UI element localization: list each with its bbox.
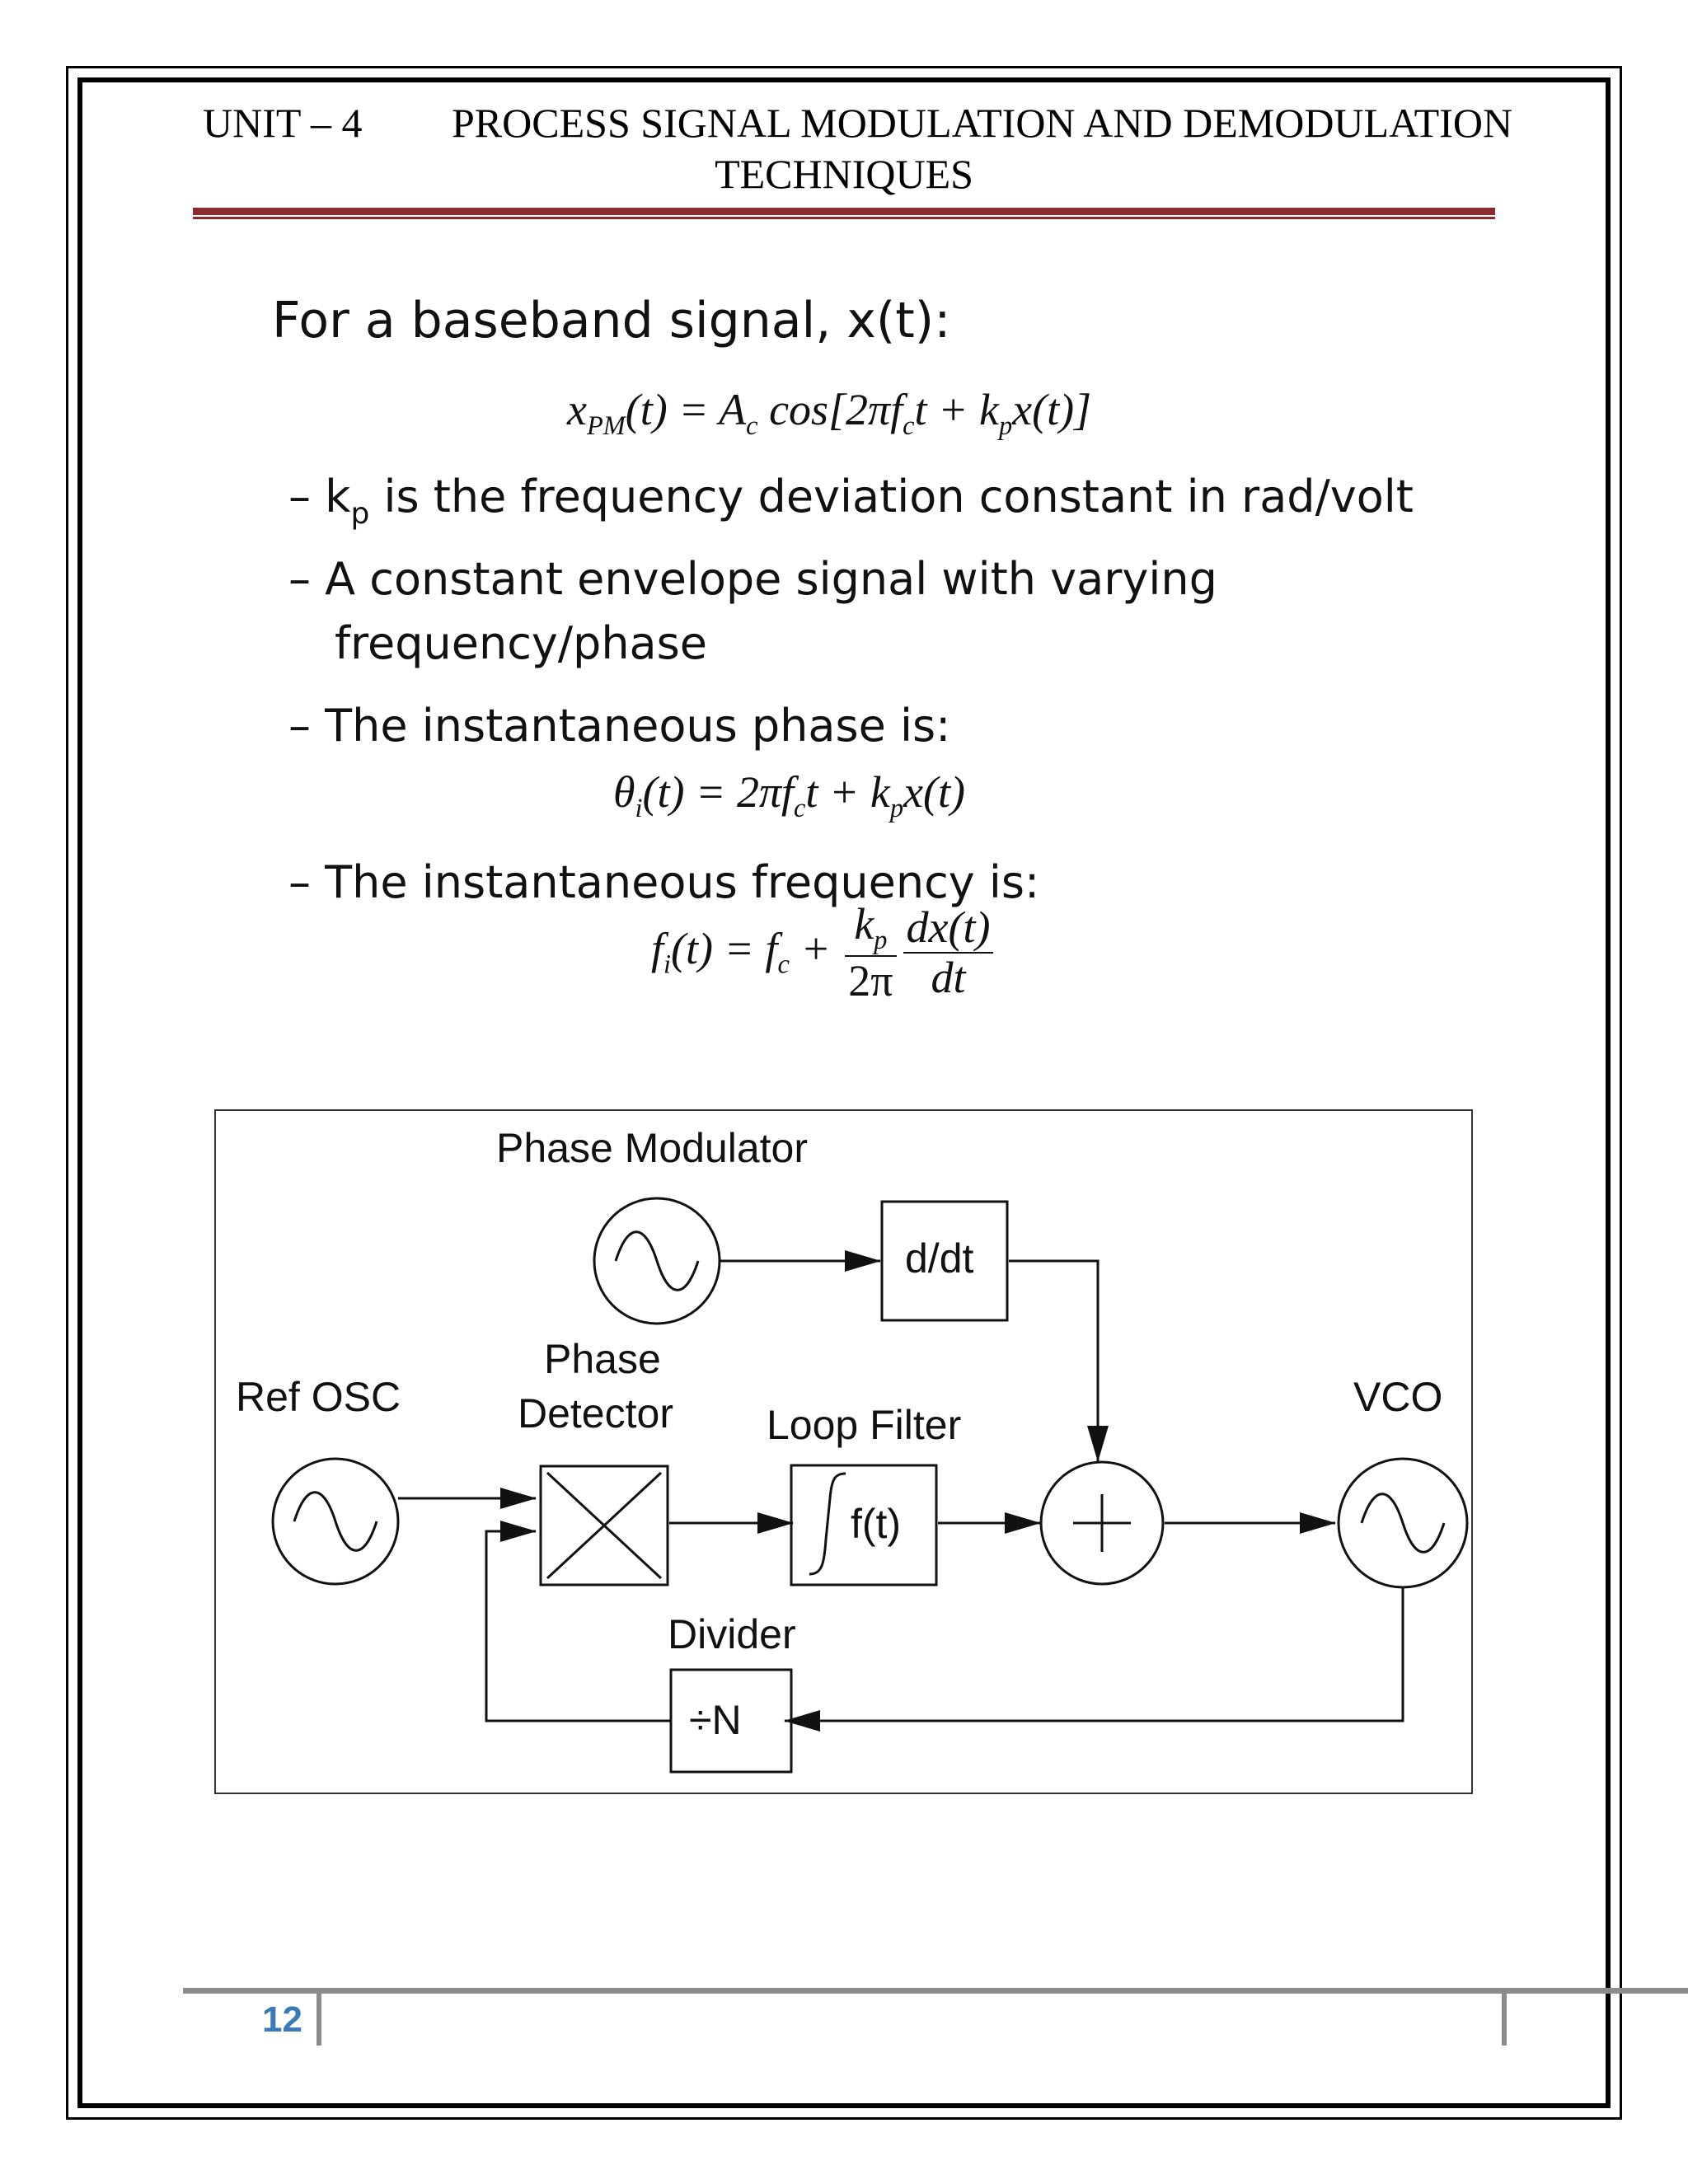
header-rule-thin bbox=[193, 217, 1495, 219]
bullet-subscript: p bbox=[350, 497, 370, 531]
bullet-phase: – The instantaneous phase is: bbox=[288, 700, 951, 752]
eq-text: dt bbox=[931, 953, 966, 1003]
page-border-inner bbox=[77, 77, 1611, 2108]
page-number: 12 bbox=[262, 1999, 302, 2040]
divider-function: ÷N bbox=[689, 1697, 742, 1743]
bullet-text: is the frequency deviation constant in r… bbox=[369, 471, 1414, 523]
loop-filter-function: f(t) bbox=[851, 1501, 902, 1547]
diagram-svg bbox=[271, 1197, 1469, 1774]
phase-modulator-diagram: Phase Modulator d/dt Ref OSC Phase Detec… bbox=[214, 1109, 1473, 1794]
eq-text: x(t) bbox=[903, 767, 965, 817]
bullet-kp: – kp is the frequency deviation constant… bbox=[288, 465, 1414, 546]
eq-text: 2π bbox=[848, 956, 893, 1006]
ref-oscillator-icon bbox=[271, 1457, 400, 1586]
footer-divider-right bbox=[1502, 1993, 1507, 2046]
fraction-dxdt: dx(t)dt bbox=[903, 902, 994, 1003]
footer-rule bbox=[183, 1988, 1688, 1994]
eq-text: cos[2πf bbox=[757, 385, 903, 434]
page-border-outer bbox=[66, 66, 1622, 2120]
loop-filter-box bbox=[790, 1464, 938, 1586]
eq-sub: p bbox=[874, 925, 888, 955]
eq-sub: i bbox=[663, 949, 672, 980]
bullet-text: – A constant envelope signal with varyin… bbox=[288, 553, 1217, 605]
footer-divider-left bbox=[316, 1993, 321, 2046]
header-rule bbox=[193, 208, 1495, 215]
phase-modulator-title: Phase Modulator bbox=[496, 1125, 809, 1171]
eq-text: k bbox=[854, 899, 874, 949]
eq-text: f bbox=[651, 923, 664, 973]
phase-detector-label-1: Phase bbox=[544, 1336, 661, 1382]
eq-sub: p bbox=[998, 410, 1013, 441]
eq-text: + bbox=[789, 923, 842, 973]
bullet-text: frequency/phase bbox=[335, 617, 707, 669]
ddt-label: d/dt bbox=[905, 1235, 974, 1282]
eq-text: (t) = 2πf bbox=[642, 767, 794, 817]
divider-label: Divider bbox=[668, 1611, 796, 1657]
eq-text: (t) = f bbox=[671, 923, 778, 973]
ref-osc-label: Ref OSC bbox=[236, 1374, 401, 1420]
ddt-box bbox=[880, 1200, 1009, 1322]
pm-equation: xPM(t) = Ac cos[2πfct + kpx(t)] bbox=[567, 384, 1091, 442]
bullet-envelope: – A constant envelope signal with varyin… bbox=[288, 547, 1217, 676]
eq-sub: c bbox=[746, 410, 758, 441]
phase-detector-label-2: Detector bbox=[518, 1390, 673, 1436]
eq-text: θ bbox=[613, 767, 635, 817]
phase-equation: θi(t) = 2πfct + kpx(t) bbox=[613, 766, 965, 824]
eq-sub: c bbox=[903, 410, 915, 441]
eq-sub: PM bbox=[586, 410, 626, 441]
phase-detector-box bbox=[539, 1465, 669, 1586]
eq-sub: c bbox=[794, 793, 806, 823]
eq-text: t + k bbox=[914, 385, 999, 434]
eq-text: x(t)] bbox=[1012, 385, 1092, 434]
bullet-text: – k bbox=[288, 471, 351, 523]
header-title-line2: TECHNIQUES bbox=[715, 151, 973, 197]
slide-heading: For a baseband signal, x(t): bbox=[272, 292, 951, 349]
unit-label: UNIT – 4 bbox=[203, 100, 363, 146]
eq-sub: c bbox=[777, 949, 790, 980]
eq-sub: i bbox=[635, 793, 643, 823]
eq-text: t + k bbox=[805, 767, 890, 817]
eq-text: x bbox=[567, 385, 587, 434]
loop-filter-label: Loop Filter bbox=[767, 1402, 962, 1448]
summer-icon bbox=[1039, 1460, 1165, 1586]
header-title-line1: PROCESS SIGNAL MODULATION AND DEMODULATI… bbox=[452, 100, 1513, 146]
eq-sub: p bbox=[889, 793, 904, 823]
bullet-frequency: – The instantaneous frequency is: bbox=[288, 856, 1040, 908]
eq-text: dx(t) bbox=[903, 902, 994, 954]
vco-label: VCO bbox=[1353, 1374, 1443, 1420]
eq-text: (t) = A bbox=[625, 385, 747, 434]
